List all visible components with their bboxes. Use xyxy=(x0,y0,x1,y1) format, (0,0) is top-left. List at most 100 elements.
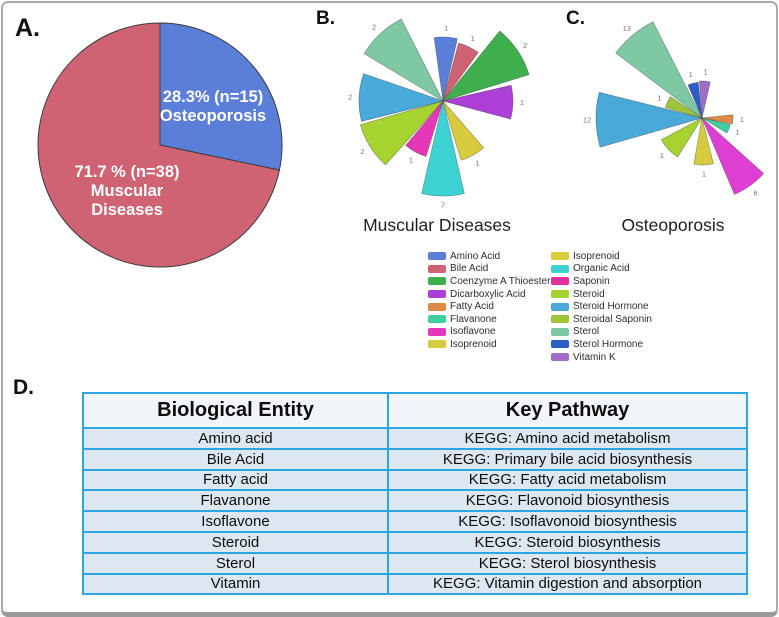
rose-petal-amino-acid xyxy=(433,36,458,102)
rose-caption-osteoporosis: Osteoporosis xyxy=(621,215,725,235)
legend-swatch xyxy=(551,290,569,299)
legend-item: Isoprenoid xyxy=(428,338,550,351)
legend-item: Bile Acid xyxy=(428,263,550,276)
legend-item: Isoprenoid xyxy=(551,250,652,263)
rose-petal-steroid-hormone xyxy=(595,91,704,148)
pie-label-osteo-line2: Osteoporosis xyxy=(159,107,267,125)
legend-item: Amino Acid xyxy=(428,250,550,263)
rose-petal-isoflavone xyxy=(405,100,444,157)
table-cell: KEGG: Flavonoid biosynthesis xyxy=(387,489,748,513)
legend-swatch xyxy=(428,290,446,299)
legend-label: Isoprenoid xyxy=(450,338,497,350)
legend-swatch xyxy=(551,252,569,261)
rose-petal-value: 6 xyxy=(753,188,757,197)
pie-label-osteoporosis: 28.3% (n=15) Osteoporosis xyxy=(133,88,293,126)
legend-label: Sterol Hormone xyxy=(573,338,644,350)
rose-petal-value: 12 xyxy=(583,116,591,125)
rose-petal-steroid-hormone xyxy=(358,73,445,122)
legend-swatch xyxy=(551,264,569,273)
legend-label: Bile Acid xyxy=(450,263,489,275)
legend-swatch xyxy=(428,252,446,261)
legend-item: Steroidal Saponin xyxy=(551,313,652,326)
pathway-table: Biological Entity Key Pathway Amino acid… xyxy=(82,392,748,596)
rose-petal-bile-acid xyxy=(442,42,479,102)
rose-petal-isoprenoid xyxy=(442,100,485,161)
legend-swatch xyxy=(428,315,446,324)
legend-item: Dicarboxylic Acid xyxy=(428,288,550,301)
rose-petal-sterol-hormone xyxy=(687,81,703,119)
table-header-key-pathway: Key Pathway xyxy=(387,392,748,429)
rose-petal-value: 2 xyxy=(360,147,364,156)
legend-label: Vitamin K xyxy=(573,351,616,363)
legend-item: Sterol Hormone xyxy=(551,338,652,351)
legend-item: Organic Acid xyxy=(551,263,652,276)
panel-label-c: C. xyxy=(566,8,585,29)
legend-item: Vitamin K xyxy=(551,351,652,364)
legend-swatch xyxy=(551,302,569,311)
legend-swatch xyxy=(551,340,569,349)
legend-item: Saponin xyxy=(551,275,652,288)
legend-label: Amino Acid xyxy=(450,250,501,262)
rose-petal-steroid xyxy=(660,117,703,158)
rose-petal-value: 1 xyxy=(702,170,706,179)
table-cell: KEGG: Amino acid metabolism xyxy=(387,427,748,450)
rose-petal-flavanone xyxy=(701,117,731,134)
legend-label: Coenzyme A Thioester xyxy=(450,275,551,287)
legend-swatch xyxy=(428,264,446,273)
legend-swatch xyxy=(551,327,569,336)
legend-item: Flavanone xyxy=(428,313,550,326)
rose-petal-value: 1 xyxy=(475,159,479,168)
rose-petal-vitamin-k xyxy=(699,80,711,119)
legend-swatch xyxy=(551,353,569,362)
legend-label: Steroid xyxy=(573,288,605,300)
panel-label-b: B. xyxy=(316,8,335,29)
rose-petal-isoprenoid xyxy=(693,117,714,166)
pie-label-musc-line3: Diseases xyxy=(91,201,163,219)
pie-label-musc-line2: Muscular xyxy=(90,182,164,200)
legend-swatch xyxy=(428,302,446,311)
rose-caption-muscular: Muscular Diseases xyxy=(363,215,511,235)
table-cell: KEGG: Vitamin digestion and absorption xyxy=(387,572,748,596)
legend-label: Steroidal Saponin xyxy=(573,313,652,325)
table-cell: Vitamin xyxy=(82,572,389,596)
legend-swatch xyxy=(428,340,446,349)
panel-label-d: D. xyxy=(13,376,34,399)
legend-label: Flavanone xyxy=(450,313,497,325)
table-header-row: Biological Entity Key Pathway xyxy=(82,392,748,429)
legend-swatch xyxy=(551,277,569,286)
legend-item: Isoflavone xyxy=(428,326,550,339)
table-cell: Bile Acid xyxy=(82,447,389,471)
rose-petal-saponin xyxy=(701,117,765,195)
rose-petal-value: 1 xyxy=(740,115,744,124)
table-cell: KEGG: Fatty acid metabolism xyxy=(387,468,748,492)
rose-petal-fatty-acid xyxy=(701,114,734,125)
pie-slice-muscular-diseases xyxy=(37,22,280,268)
legend-label: Steroid Hormone xyxy=(573,301,649,313)
legend-swatch xyxy=(428,327,446,336)
rose-petal-sterol xyxy=(615,21,703,119)
legend-label: Sterol xyxy=(573,326,600,338)
legend-swatch xyxy=(551,315,569,324)
rose-petal-organic-acid xyxy=(421,100,465,197)
legend-label: Fatty Acid xyxy=(450,301,494,313)
legend-item: Steroid Hormone xyxy=(551,300,652,313)
table-header-biological-entity: Biological Entity xyxy=(82,392,389,429)
pie-label-musc-line1: 71.7 % (n=38) xyxy=(74,163,180,181)
rose-petal-coenzyme-a-thioester xyxy=(442,30,530,102)
rose-petal-value: 2 xyxy=(523,41,527,50)
pie-label-muscular: 71.7 % (n=38) Muscular Diseases xyxy=(47,163,207,220)
legend-label: Dicarboxylic Acid xyxy=(450,288,526,300)
legend-item: Sterol xyxy=(551,326,652,339)
table-cell: Steroid xyxy=(82,530,389,554)
pie-label-osteo-line1: 28.3% (n=15) xyxy=(162,88,264,106)
rose-petal-steroid xyxy=(359,100,445,166)
rose-petal-value: 1 xyxy=(735,128,739,137)
rose-petal-value: 1 xyxy=(409,155,413,164)
table-cell: Isoflavone xyxy=(82,510,389,533)
